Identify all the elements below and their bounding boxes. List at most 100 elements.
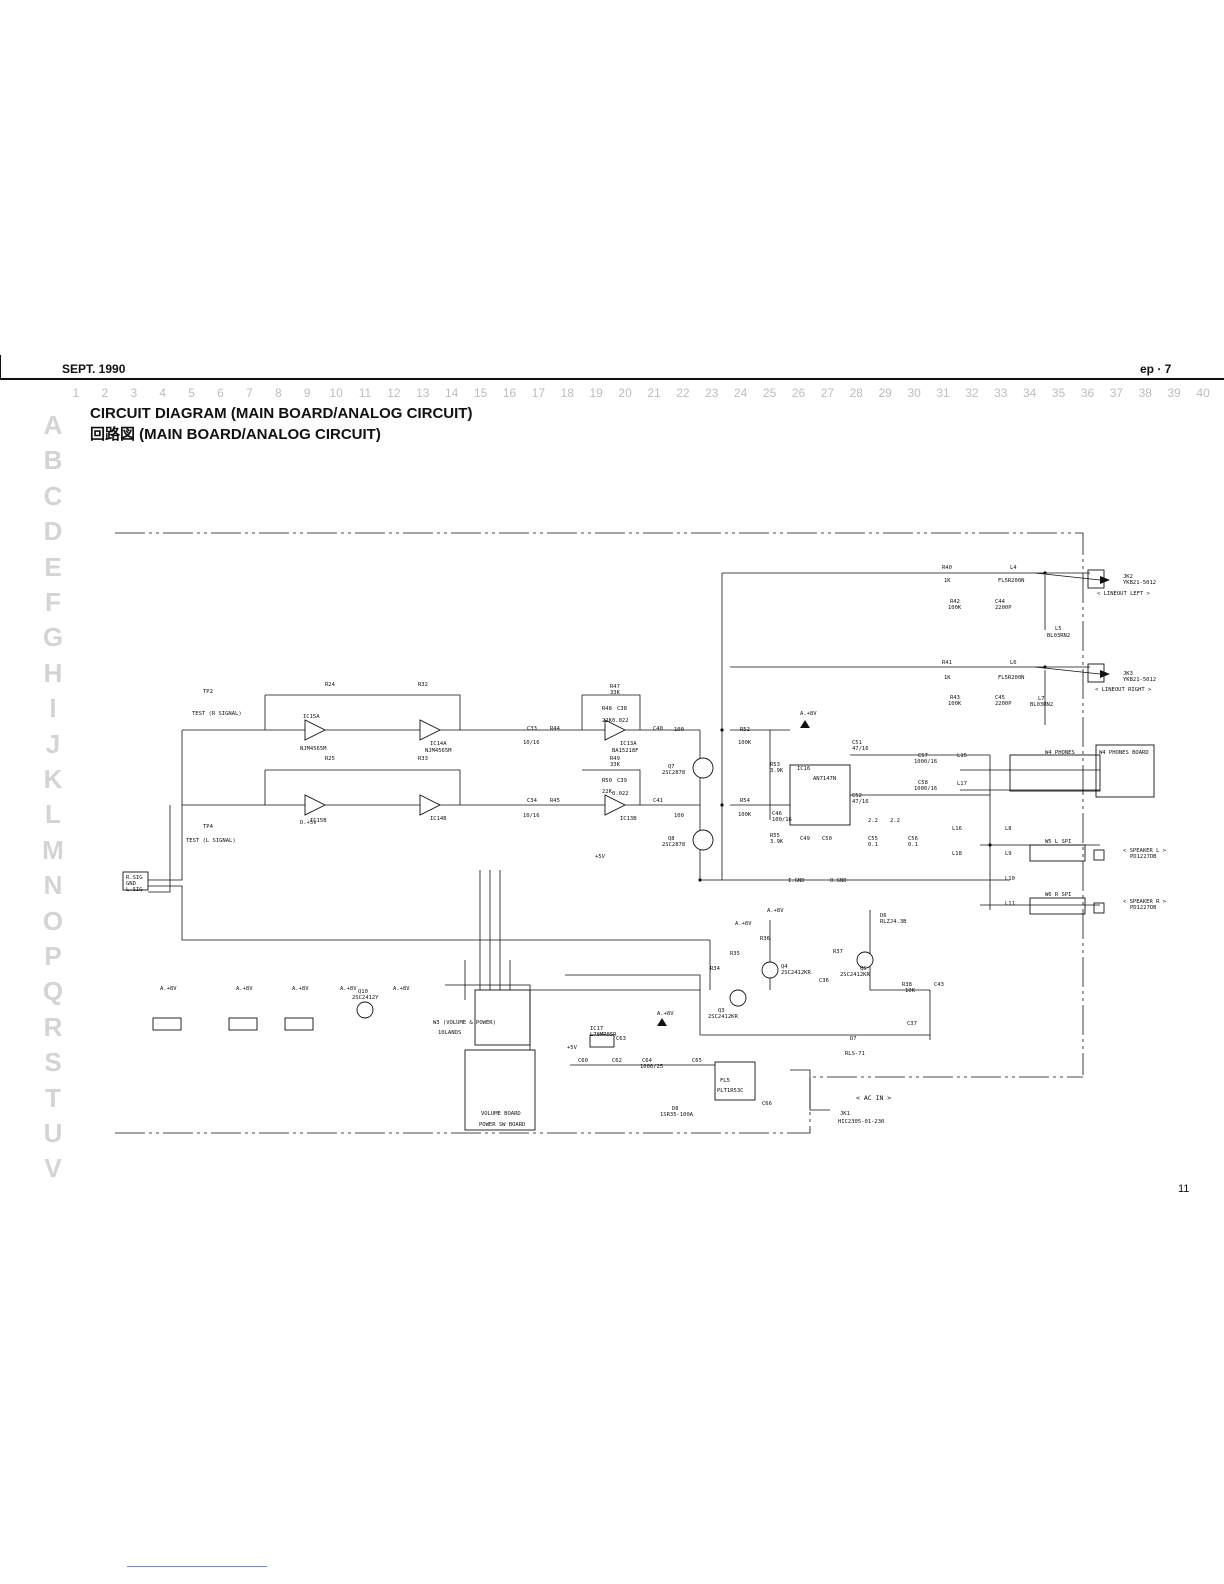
a8v-q3: A.+8V bbox=[735, 921, 752, 927]
r37-label: R37 bbox=[833, 949, 843, 955]
rsig-label: R.SIG bbox=[126, 875, 143, 881]
jk2-arrow bbox=[1100, 576, 1110, 584]
r24-label: R24 bbox=[325, 682, 336, 688]
c46-value: 100/16 bbox=[772, 817, 792, 823]
l7-label: L7 bbox=[1038, 696, 1045, 702]
column-number: 30 bbox=[907, 386, 921, 400]
c46-label: C46 bbox=[772, 811, 782, 817]
column-number: 23 bbox=[705, 386, 719, 400]
ic14-box-b bbox=[284, 1017, 314, 1031]
q7-circle bbox=[692, 757, 714, 779]
column-number: 38 bbox=[1138, 386, 1152, 400]
row-letter: M bbox=[42, 834, 64, 865]
r49-label: R49 bbox=[610, 756, 620, 762]
r41-label: R41 bbox=[942, 660, 952, 666]
r55-value: 3.9K bbox=[770, 839, 784, 845]
o-gnd-label: O.GND bbox=[830, 878, 847, 884]
c39-value: 0.022 bbox=[612, 791, 629, 797]
r42-label: R42 bbox=[950, 599, 960, 605]
r32-label: R32 bbox=[418, 682, 428, 688]
lineout-left: < LINEOUT LEFT > bbox=[1097, 591, 1151, 597]
a8v-q10b: A.+8V bbox=[393, 986, 410, 992]
r52-label: R52 bbox=[740, 727, 750, 733]
column-number: 34 bbox=[1023, 386, 1037, 400]
column-number: 1 bbox=[72, 386, 80, 400]
q5-circle bbox=[856, 951, 874, 969]
column-number: 15 bbox=[473, 386, 488, 400]
wire-ic16-outputs bbox=[850, 754, 991, 910]
c57-value: 1000/16 bbox=[914, 759, 937, 765]
row-letter: E bbox=[44, 551, 62, 582]
r48-label: R48 bbox=[602, 706, 612, 712]
ic13b-triangle bbox=[604, 794, 627, 816]
d7-part: RLS-71 bbox=[845, 1051, 865, 1057]
r18-value: 100 bbox=[674, 813, 684, 819]
q10-circle bbox=[356, 1001, 374, 1019]
c66-label: C66 bbox=[762, 1101, 772, 1107]
wire-speakers bbox=[980, 844, 1100, 906]
column-number: 2 bbox=[101, 386, 109, 400]
q5-part: 2SC2412KR bbox=[840, 972, 870, 978]
ic17-label: IC17 bbox=[590, 1026, 603, 1032]
left-edge-rule bbox=[0, 355, 2, 380]
fl5-box bbox=[714, 1061, 756, 1101]
power-board-label: POWER SW BOARD bbox=[479, 1122, 525, 1128]
c45-label: C45 bbox=[995, 695, 1005, 701]
column-number: 31 bbox=[936, 386, 950, 400]
a8v-ic14: A.+8V bbox=[236, 986, 253, 992]
diagram-title: CIRCUIT DIAGRAM (MAIN BOARD/ANALOG CIRCU… bbox=[90, 405, 473, 422]
ic16-box bbox=[789, 764, 851, 826]
d5v-label: D.+5V bbox=[300, 820, 317, 826]
row-letter: T bbox=[45, 1082, 61, 1113]
wire-ic16-inputs bbox=[730, 729, 790, 820]
column-number: 28 bbox=[849, 386, 863, 400]
r36-label: R36 bbox=[760, 936, 770, 942]
c41-label: C41 bbox=[653, 798, 663, 804]
q10-label: Q10 bbox=[358, 989, 368, 995]
c51-label: C51 bbox=[852, 740, 862, 746]
r41-value: 1K bbox=[944, 675, 951, 681]
q10-part: 2SC2412Y bbox=[352, 995, 379, 1001]
column-number: 12 bbox=[387, 386, 401, 400]
l6-label: L6 bbox=[1010, 660, 1017, 666]
q7-label: Q7 bbox=[668, 764, 675, 770]
wire-phones bbox=[960, 769, 1100, 791]
jk1-label: JK1 bbox=[840, 1111, 850, 1117]
gnd-label: GND bbox=[126, 881, 136, 887]
diagram-title-jp: 回路図 (MAIN BOARD/ANALOG CIRCUIT) bbox=[90, 426, 381, 443]
l6-part: FL5R200N bbox=[998, 675, 1025, 681]
l4-part: FL5R200N bbox=[998, 578, 1025, 584]
jk2-part: YKB21-5012 bbox=[1123, 580, 1156, 586]
column-number: 24 bbox=[734, 386, 748, 400]
column-number: 32 bbox=[965, 386, 979, 400]
q3-circle bbox=[729, 989, 747, 1007]
q8-part: 2SC2878 bbox=[662, 842, 685, 848]
c52-label: C52 bbox=[852, 793, 862, 799]
wire-preamp-rows bbox=[182, 729, 625, 806]
row-letter: D bbox=[43, 516, 63, 547]
l18-label: L18 bbox=[952, 851, 962, 857]
fl5-label: FL5 bbox=[720, 1078, 730, 1084]
r53-label: R53 bbox=[770, 762, 780, 768]
column-number: 10 bbox=[329, 386, 343, 400]
l10-label: L10 bbox=[1005, 876, 1015, 882]
c56-label: C56 bbox=[908, 836, 918, 842]
q4-label: Q4 bbox=[781, 964, 788, 970]
c52-value: 47/16 bbox=[852, 799, 869, 805]
column-number: 40 bbox=[1196, 386, 1210, 400]
ic15a-label: IC15A bbox=[303, 714, 320, 720]
column-number: 20 bbox=[618, 386, 632, 400]
w4-connector bbox=[1009, 754, 1101, 792]
row-letter: J bbox=[45, 728, 61, 759]
c45-value: 2200P bbox=[995, 701, 1012, 707]
wire-fl5 bbox=[570, 1064, 830, 1111]
wire-jacks bbox=[1030, 572, 1090, 725]
c62-label: C62 bbox=[612, 1058, 622, 1064]
ic13-box bbox=[152, 1017, 182, 1031]
w4-label: W4 PHONES bbox=[1045, 750, 1075, 756]
jk3-part: YKB21-5012 bbox=[1123, 677, 1156, 683]
d8-label: D8 bbox=[672, 1106, 679, 1112]
row-letter: U bbox=[43, 1118, 63, 1148]
r55-label: R55 bbox=[770, 833, 780, 839]
wire-ic15-feedback bbox=[581, 694, 641, 805]
